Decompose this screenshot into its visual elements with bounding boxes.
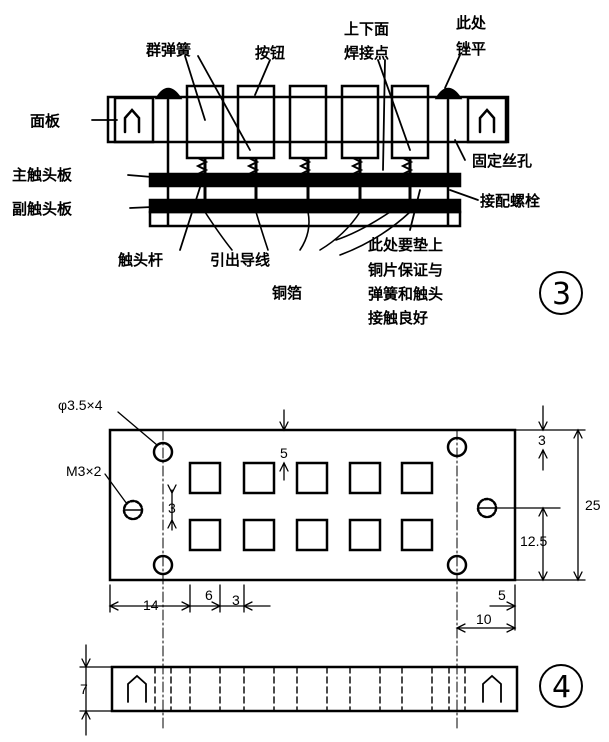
figure-4-number: 4: [552, 670, 571, 705]
label-weld-2: 焊接点: [344, 44, 389, 62]
screw-head-right: [434, 87, 463, 100]
label-file-flat-1: 此处: [456, 14, 487, 32]
label-note-4: 接触良好: [368, 309, 428, 327]
label-main-contact-board: 主触头板: [12, 166, 73, 184]
figure-4-circle: [539, 664, 583, 708]
label-note-2: 铜片保证与: [368, 261, 443, 279]
dim-12-5: 12.5: [520, 533, 547, 549]
button-3: [288, 84, 328, 160]
label-button: 按钮: [255, 44, 285, 62]
label-group-springs: 群弹簧: [146, 41, 191, 59]
dim-screw-spec: M3×2: [66, 463, 102, 479]
dim-25: 25: [585, 497, 601, 513]
label-lead-wire: 引出导线: [210, 251, 270, 269]
label-contact-rod: 触头杆: [118, 251, 163, 269]
sub-contact-board: [148, 198, 462, 214]
screw-head-left: [154, 87, 183, 100]
label-fixing-hole: 固定丝孔: [472, 152, 532, 170]
main-contact-board: [148, 172, 462, 188]
dim-10: 10: [476, 611, 492, 627]
label-file-flat-2: 锉平: [456, 40, 486, 58]
dim-3-right: 3: [538, 432, 546, 448]
threaded-hole-left: [122, 499, 144, 521]
button-4: [340, 84, 380, 160]
figure-3-circle: [539, 271, 583, 315]
panel-plan-view: [108, 428, 517, 582]
figure-3-number: 3: [552, 277, 571, 312]
figure-4-drawing: [79, 405, 586, 736]
dim-5-bottom: 5: [498, 587, 506, 603]
figure-3-drawing: [91, 54, 510, 256]
label-fitting-bolt: 接配螺栓: [480, 192, 540, 210]
button-2: [236, 84, 276, 160]
button-1: [185, 84, 225, 160]
label-note-3: 弹簧和触头: [368, 285, 443, 303]
label-note-1: 此处要垫上: [368, 236, 443, 254]
panel-side-view: [110, 665, 519, 713]
left-post: [113, 96, 155, 144]
dim-3-bottom: 3: [232, 592, 240, 608]
dim-hole-spec: φ3.5×4: [58, 397, 103, 413]
label-copper-foil: 铜箔: [272, 284, 302, 302]
dim-6: 6: [205, 587, 213, 603]
label-weld-1: 上下面: [344, 20, 389, 38]
dim-5-top: 5: [280, 445, 288, 461]
button-5: [390, 84, 430, 160]
base-block: [148, 210, 462, 228]
dim-7: 7: [80, 681, 88, 697]
dim-14: 14: [143, 597, 159, 613]
label-sub-contact-board: 副触头板: [12, 200, 73, 218]
right-post: [466, 96, 508, 144]
dim-3-left: 3: [168, 500, 176, 516]
label-panel: 面板: [30, 112, 61, 130]
